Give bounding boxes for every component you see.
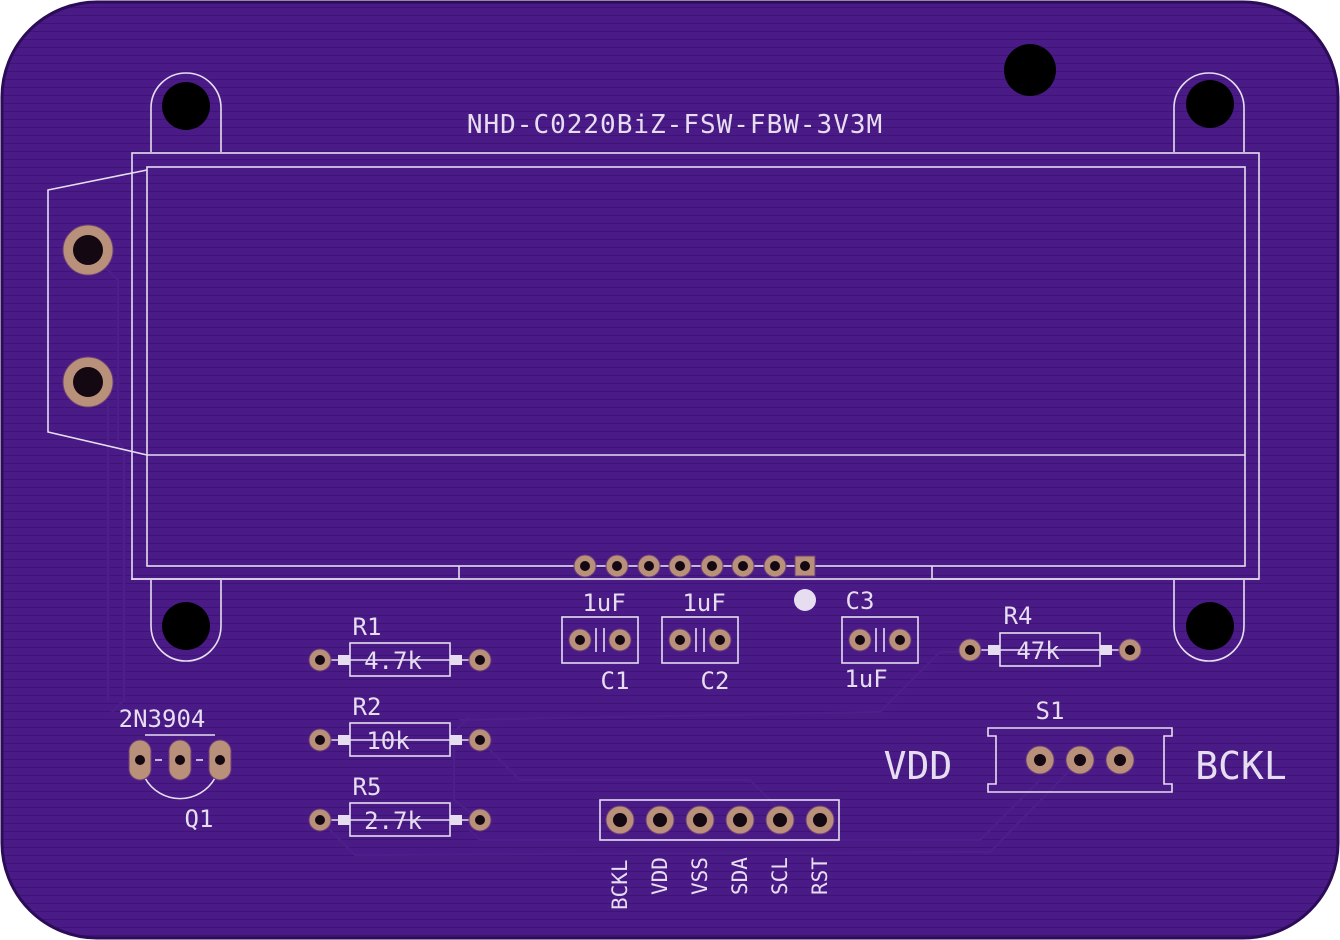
r4-value: 47k (1016, 637, 1060, 665)
mounting-hole-top-left (162, 82, 210, 130)
c1-ref: C1 (601, 667, 630, 695)
mounting-hole-top-right (1186, 80, 1234, 128)
q1-value: 2N3904 (119, 705, 206, 733)
c2-ref: C2 (701, 667, 730, 695)
s1-label-bckl: BCKL (1195, 744, 1287, 788)
c3-value: 1uF (844, 665, 887, 693)
r1-ref: R1 (353, 613, 382, 641)
header-6pin: BCKL VDD VSS SDA SCL RST (599, 799, 840, 910)
c1-value: 1uF (582, 589, 625, 617)
c2-value: 1uF (682, 589, 725, 617)
mounting-hole-bottom-right (1186, 602, 1234, 650)
header-pin-label: SDA (728, 857, 752, 895)
transistor-q1: 2N3904 Q1 (119, 705, 232, 833)
resistor-r4: R4 47k (958, 602, 1142, 667)
r1-value: 4.7k (364, 647, 422, 675)
r4-ref: R4 (1004, 602, 1033, 630)
lcd-pin-row (573, 554, 816, 611)
mounting-hole-top-center (1004, 44, 1056, 96)
header-pin-label: RST (808, 857, 832, 895)
backlight-pads (62, 224, 114, 408)
resistor-r1: R1 4.7k (308, 613, 492, 677)
header-pin-label: VSS (688, 857, 712, 895)
resistor-r2: R2 10k (308, 693, 492, 757)
r2-ref: R2 (353, 693, 382, 721)
mounting-hole-bottom-left (162, 602, 210, 650)
r2-value: 10k (366, 727, 410, 755)
lcd-module: NHD-C0220BiZ-FSW-FBW-3V3M (47, 110, 1260, 580)
capacitor-c1: 1uF C1 (561, 589, 639, 695)
pin1-marker (794, 589, 816, 611)
mounting-holes (150, 44, 1245, 662)
capacitor-c3: C3 1uF (841, 587, 919, 693)
resistor-r5: R5 2.7k (308, 773, 492, 837)
q1-ref: Q1 (185, 805, 214, 833)
capacitor-c2: 1uF C2 (661, 589, 739, 695)
r5-value: 2.7k (364, 807, 422, 835)
header-pin-label: VDD (648, 857, 672, 895)
s1-ref: S1 (1036, 697, 1065, 725)
r5-ref: R5 (353, 773, 382, 801)
lcd-part-number: NHD-C0220BiZ-FSW-FBW-3V3M (467, 110, 883, 140)
c3-ref: C3 (846, 587, 875, 615)
header-pin-label: SCL (768, 857, 792, 895)
header-pin-label: BCKL (608, 859, 632, 910)
s1-label-vdd: VDD (884, 744, 953, 788)
switch-s1: S1 VDD BCKL (884, 697, 1287, 793)
